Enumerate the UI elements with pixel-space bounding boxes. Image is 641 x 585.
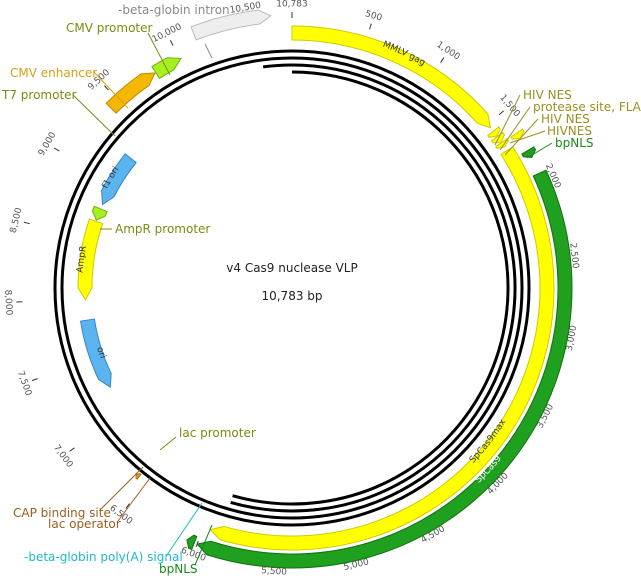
label-polya-signal[interactable]: -beta-globin poly(A) signal [24,550,183,564]
tick-mark [440,57,445,63]
feature-lac-operator[interactable] [135,473,142,480]
feature-protease-site-flag[interactable] [490,131,506,144]
tick-mark [53,147,60,152]
label-protease-site-flag[interactable]: protease site, FLAG [533,100,641,114]
feature-label-ampr: AmpR [76,245,90,273]
feature-cmv-enhancer[interactable] [105,72,156,114]
leader-lines [72,32,553,566]
feature-ampr-promoter[interactable] [91,205,108,221]
label-ampr-promoter[interactable]: AmpR promoter [115,222,210,236]
tick-mark [125,503,130,509]
tick-label: 8,000 [2,289,13,316]
tick-mark [103,85,109,91]
tick-label: 5,500 [261,566,288,578]
feature-label-ori: ori [94,346,107,360]
feature-ampr[interactable] [77,218,104,301]
map-length: 10,783 bp [261,289,322,303]
feature-beta-globin-intron[interactable] [190,9,272,41]
tick-mark [31,378,38,382]
feature-bpnls[interactable] [186,534,198,551]
tick-label: 7,500 [15,370,33,398]
coding-strand-arc [232,70,510,506]
label-lac-operator[interactable]: lac operator [48,517,121,531]
feature-spcas9[interactable] [196,169,573,569]
feature-f1-ori[interactable] [101,153,137,206]
tick-label: 8,500 [9,207,25,235]
tick-mark [369,23,372,30]
tick-mark [169,40,174,46]
coding-strand-arc [262,63,293,69]
tick-label: 7,000 [51,443,74,470]
backbone [53,49,531,527]
label-bpnls-bottom[interactable]: bpNLS [159,562,198,576]
feature-spcas9max[interactable] [209,146,555,551]
feature-bpnls[interactable] [521,146,537,158]
tick-label: 500 [364,9,384,24]
label-cap-binding-site[interactable]: CAP binding site [13,506,111,520]
label-hiv-nes-1[interactable]: HIV NES [523,88,572,102]
tick-mark [498,110,504,116]
label-cmv-promoter[interactable]: CMV promoter [66,21,153,35]
label-hiv-nes-2[interactable]: HIV NES [541,112,590,126]
tick-label: 1,000 [434,40,461,63]
label-bpnls-top[interactable]: bpNLS [555,136,594,150]
tick-label: 9,000 [37,130,59,158]
tick-label: 10,000 [151,22,184,45]
feature-mmlv-gag[interactable] [291,25,492,129]
label-hivnes[interactable]: HIVNES [547,124,592,138]
feature-hivnes[interactable] [510,128,525,140]
tick-mark [69,447,75,452]
feature-hiv-nes[interactable] [486,126,501,138]
tick-label: 10,783 [276,0,308,10]
label-beta-globin-intron[interactable]: -beta-globin intron [118,3,230,17]
label-cmv-enhancer[interactable]: CMV enhancer [10,66,97,80]
backbone-outer-strand [53,49,531,527]
map-title: v4 Cas9 nuclease VLP [226,261,357,275]
tick-mark [23,221,30,225]
label-t7-promoter[interactable]: T7 promoter [1,88,77,102]
feature-ori[interactable] [80,318,112,389]
coding-strand-arc [230,63,517,513]
label-lac-promoter[interactable]: lac promoter [179,426,256,440]
backbone-inner-strand [60,56,524,520]
